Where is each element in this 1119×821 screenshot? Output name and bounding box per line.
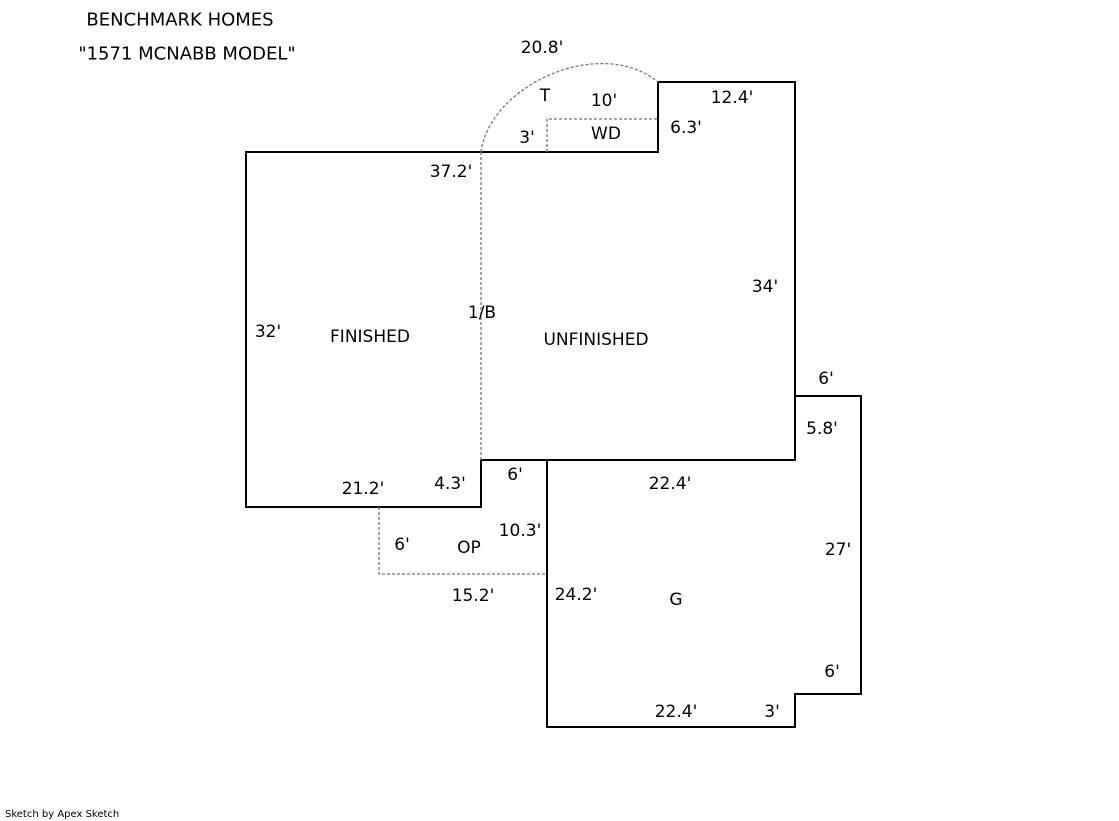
wood-deck-label: WD <box>591 124 621 144</box>
dim-op-right: 10.3' <box>498 521 542 541</box>
dim-top-right: 12.4' <box>710 88 754 108</box>
open-porch-outline <box>378 507 547 575</box>
open-porch-label: OP <box>457 538 481 558</box>
area-finished-label: FINISHED <box>330 327 410 347</box>
dim-garage-left: 24.2' <box>554 585 598 605</box>
dim-dividing: 37.2' <box>429 162 473 182</box>
dim-garage-top-left: 6' <box>507 465 523 485</box>
wood-deck-outline <box>546 118 658 152</box>
dim-t-left: 3' <box>519 128 535 148</box>
area-unfinished-label: UNFINISHED <box>543 330 649 350</box>
dim-step: 4.3' <box>434 474 466 494</box>
dim-right: 34' <box>751 277 779 297</box>
garage-outline <box>546 395 862 728</box>
dim-arc: 20.8' <box>520 38 564 58</box>
garage-label: G <box>669 590 683 610</box>
dim-garage-right: 27' <box>824 540 852 560</box>
terrace-arc <box>480 63 659 153</box>
footer-credit: Sketch by Apex Sketch <box>5 809 120 820</box>
dim-garage-notch-bottom: 3' <box>764 702 780 722</box>
basement-label: 1/B <box>467 303 497 323</box>
dim-t-top: 10' <box>590 91 618 111</box>
dim-garage-top: 22.4' <box>648 474 692 494</box>
dim-garage-step-top: 6' <box>818 369 834 389</box>
dim-garage-notch-side: 6' <box>824 662 840 682</box>
terrace-label: T <box>539 86 551 106</box>
dim-op-left: 6' <box>394 535 410 555</box>
house-outline <box>245 81 796 508</box>
dim-finished-bottom: 21.2' <box>341 479 385 499</box>
dim-garage-step-side: 5.8' <box>806 419 838 439</box>
title-company: BENCHMARK HOMES <box>86 9 274 31</box>
dim-wd-right: 6.3' <box>670 118 702 138</box>
dim-left: 32' <box>254 322 282 342</box>
dim-op-bottom: 15.2' <box>451 586 495 606</box>
title-model: "1571 MCNABB MODEL" <box>78 43 296 65</box>
dim-garage-bottom: 22.4' <box>654 702 698 722</box>
